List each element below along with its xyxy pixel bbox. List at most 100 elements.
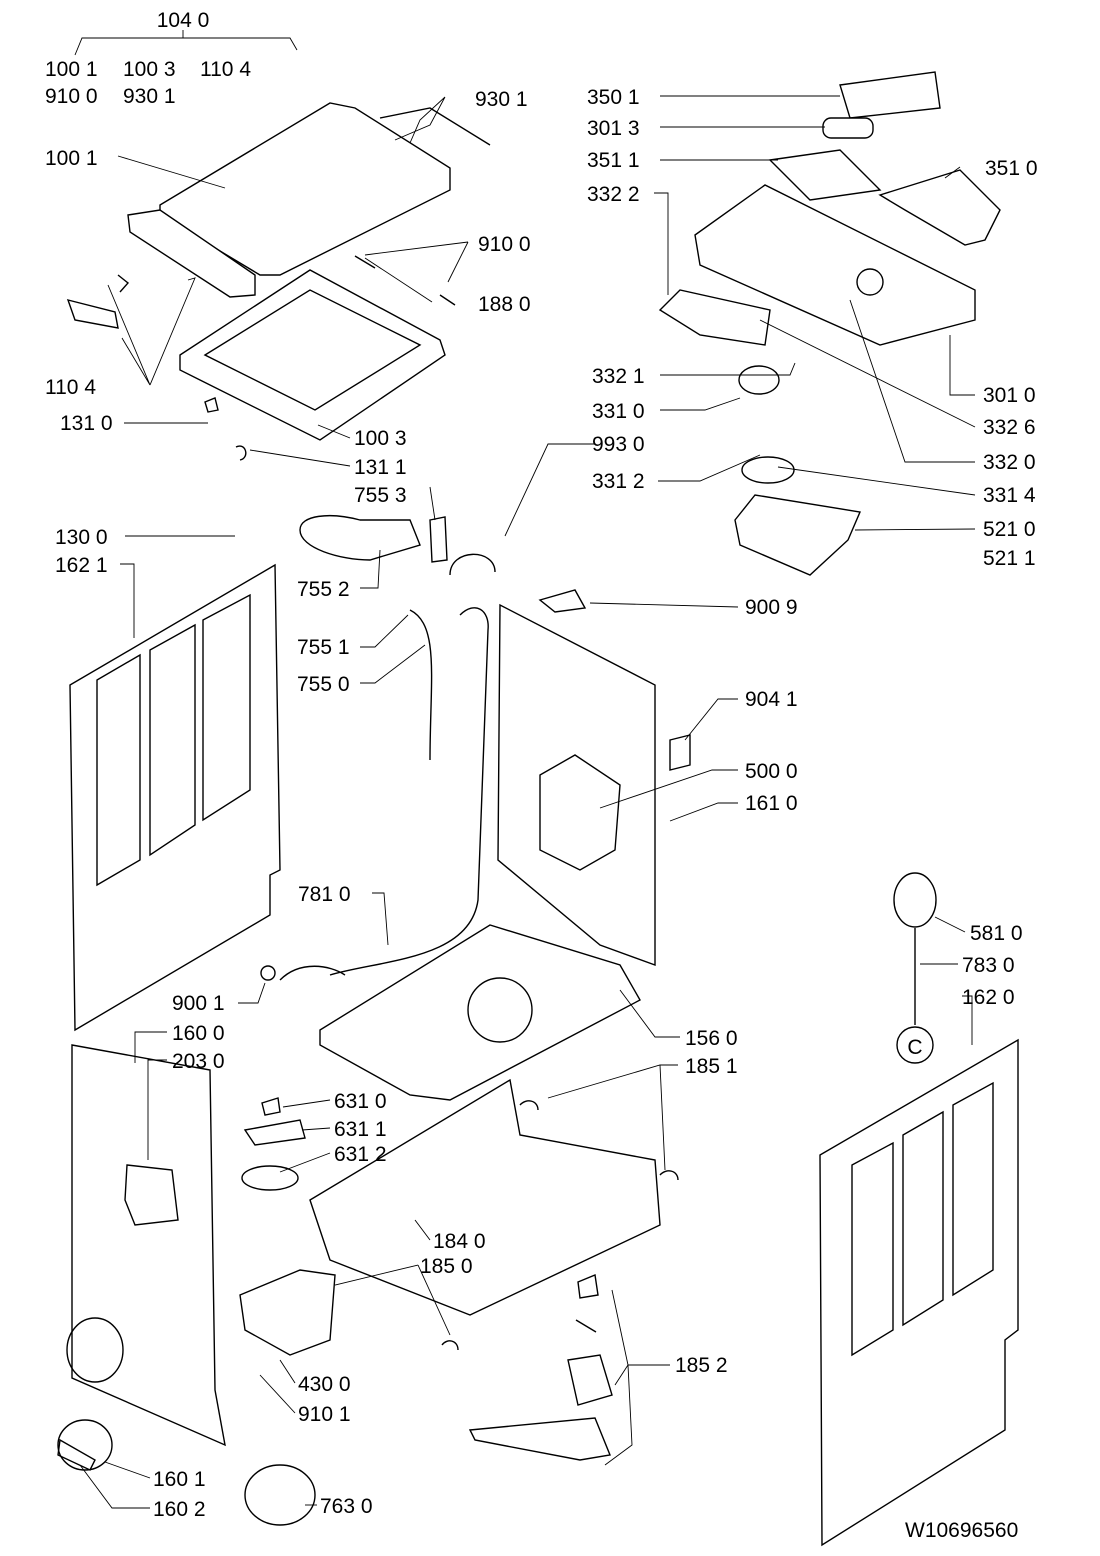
wheel-lever — [468, 1417, 611, 1461]
right-side-panel — [819, 1038, 1019, 1547]
callout-430-0: 430 0 — [298, 1373, 351, 1396]
callout-755-3: 755 3 — [354, 484, 407, 507]
callout-185-1: 185 1 — [685, 1055, 738, 1078]
callout-100-3: 100 3 — [354, 427, 407, 450]
valve — [538, 589, 587, 613]
callout-755-2: 755 2 — [297, 578, 350, 601]
group-member-1: 100 1 — [45, 58, 98, 81]
callout-910-0: 910 0 — [478, 233, 531, 256]
callout-110-4: 110 4 — [45, 376, 96, 399]
callout-910-1: 910 1 — [298, 1403, 351, 1426]
callout-162-1: 162 1 — [55, 554, 108, 577]
program-knob-seat — [856, 268, 884, 296]
drawing-number: W10696560 — [905, 1519, 1018, 1542]
callout-156-0: 156 0 — [685, 1027, 738, 1050]
callout-188-0: 188 0 — [478, 293, 531, 316]
service-cover — [57, 1419, 113, 1471]
top-frame — [179, 269, 446, 441]
top-frame-opening — [203, 289, 422, 411]
callout-185-2: 185 2 — [675, 1354, 728, 1377]
callout-162-0: 162 0 — [962, 986, 1015, 1009]
callout-331-4: 331 4 — [983, 484, 1036, 507]
callout-993-0: 993 0 — [592, 433, 645, 456]
callout-184-0: 184 0 — [433, 1230, 486, 1253]
lid-switch — [204, 397, 219, 413]
wheel-holder — [567, 1354, 613, 1406]
group-header-label: 104 0 — [157, 9, 210, 32]
lid-lock — [66, 298, 119, 329]
hinge-wire — [379, 107, 491, 146]
group-bracket — [74, 30, 298, 56]
callout-100-1: 100 1 — [45, 147, 98, 170]
callout-331-2: 331 2 — [592, 470, 645, 493]
hose-elbow — [449, 553, 496, 576]
connector-block — [669, 734, 691, 771]
group-member-3: 110 4 — [200, 58, 251, 81]
callout-130-0: 130 0 — [55, 526, 108, 549]
callout-131-0: 131 0 — [60, 412, 113, 435]
group-member-4: 910 0 — [45, 85, 98, 108]
left-side-recess-3 — [202, 593, 251, 822]
control-board — [839, 71, 941, 119]
group-member-5: 930 1 — [123, 85, 176, 108]
keypad — [658, 289, 771, 346]
foot-front-right — [659, 1170, 679, 1181]
spring — [117, 274, 130, 293]
callout-332-0: 332 0 — [983, 451, 1036, 474]
clip — [235, 445, 247, 461]
detergent-drawer — [734, 494, 861, 576]
drain-hose — [329, 607, 489, 976]
sump-hose — [279, 965, 346, 981]
motor-control — [539, 754, 621, 871]
right-side-recess-3 — [952, 1081, 994, 1297]
drain-pump — [239, 1269, 336, 1356]
hose-clamp — [429, 516, 448, 563]
knob — [738, 365, 780, 395]
connector-marker: C — [907, 1036, 922, 1059]
transport-plug — [261, 1097, 281, 1116]
base-tray-ring — [467, 977, 533, 1043]
service-cover-hole — [66, 1317, 124, 1383]
service-cover-latch — [57, 1438, 96, 1471]
callout-301-0: 301 0 — [983, 384, 1036, 407]
callout-763-0: 763 0 — [320, 1495, 373, 1518]
leader-lines — [79, 95, 976, 1509]
button-holder — [768, 149, 882, 201]
callout-783-0: 783 0 — [962, 954, 1015, 977]
lid-handle — [127, 209, 256, 298]
callout-581-0: 581 0 — [970, 922, 1023, 945]
pulley — [893, 872, 937, 928]
board-cover — [878, 169, 1001, 246]
callout-521-1: 521 1 — [983, 547, 1036, 570]
right-side-recess-2 — [902, 1110, 944, 1327]
callout-904-1: 904 1 — [745, 688, 798, 711]
callout-631-1: 631 1 — [334, 1118, 387, 1141]
callout-631-0: 631 0 — [334, 1090, 387, 1113]
control-panel — [694, 184, 976, 346]
transport-cap — [241, 1165, 299, 1191]
hose-clip — [260, 965, 276, 981]
group-member-2: 100 3 — [123, 58, 176, 81]
callout-160-0: 160 0 — [172, 1022, 225, 1045]
door-seal-bellow — [299, 515, 421, 561]
callout-301-3: 301 3 — [587, 117, 640, 140]
pins — [354, 255, 456, 306]
base-tray — [319, 924, 641, 1101]
callout-900-9: 900 9 — [745, 596, 798, 619]
transport-bracket — [243, 1119, 306, 1146]
wheel-pin — [575, 1319, 597, 1333]
rating-label — [124, 1164, 179, 1226]
callout-781-0: 781 0 — [298, 883, 351, 906]
inlet-hose — [409, 609, 433, 761]
foot-rear-right — [519, 1100, 539, 1111]
callout-755-1: 755 1 — [297, 636, 350, 659]
callout-332-2: 332 2 — [587, 183, 640, 206]
group-header: 104 0 100 1 100 3 110 4 910 0 930 1 — [45, 9, 298, 108]
front-panel — [71, 1044, 226, 1447]
callout-521-0: 521 0 — [983, 518, 1036, 541]
callout-203-0: 203 0 — [172, 1050, 225, 1073]
callout-labels: 930 1 100 1 910 0 188 0 110 4 131 0 100 … — [45, 86, 1038, 1521]
callout-131-1: 131 1 — [354, 456, 407, 479]
callout-500-0: 500 0 — [745, 760, 798, 783]
